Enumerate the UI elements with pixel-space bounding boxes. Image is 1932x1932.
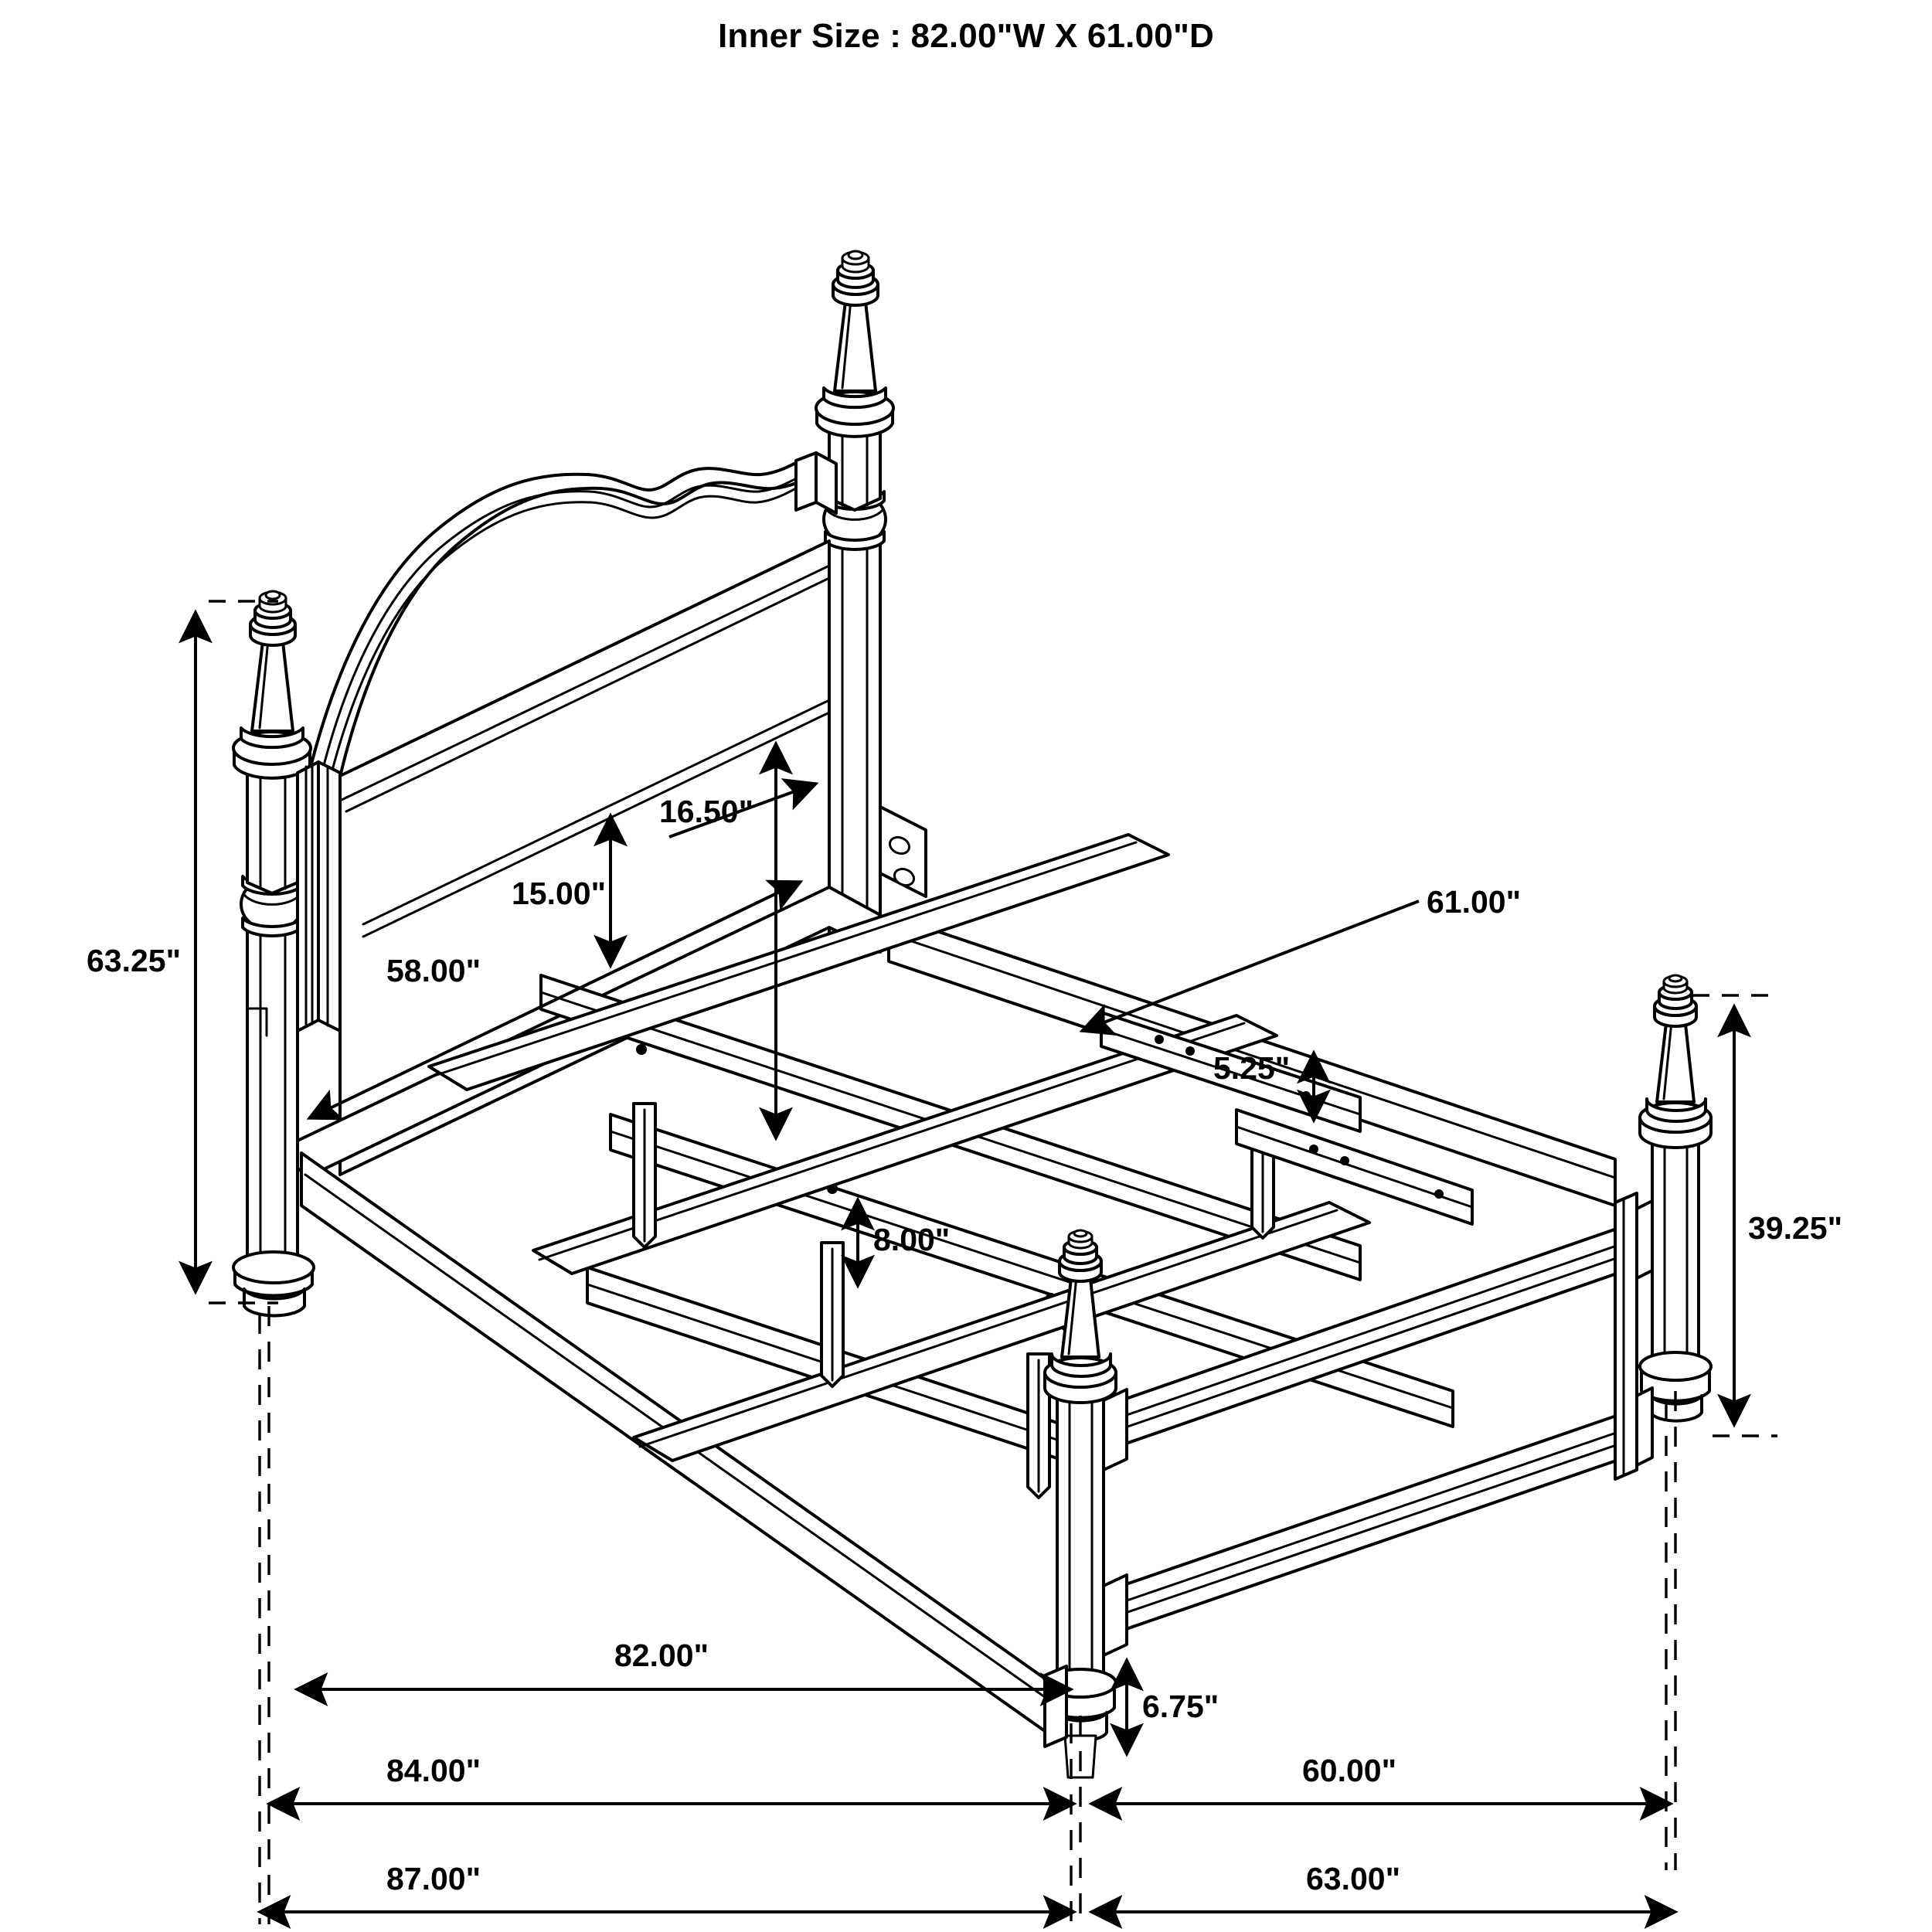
label-63-25: 63.25" bbox=[87, 943, 181, 978]
dimension-60-00: 60.00" bbox=[1088, 1753, 1674, 1821]
page-title: Inner Size : 82.00"W X 61.00"D bbox=[718, 17, 1214, 55]
headboard-post-left bbox=[232, 590, 315, 1318]
dimension-84-00: 84.00" bbox=[266, 1753, 1077, 1821]
label-82-00: 82.00" bbox=[614, 1638, 709, 1673]
footboard-far-connector bbox=[1614, 1192, 1638, 1481]
footboard-post-far bbox=[1638, 974, 1713, 1423]
dimension-39-25: 39.25" bbox=[1692, 994, 1842, 1437]
label-87-00: 87.00" bbox=[386, 1861, 481, 1896]
label-63-00: 63.00" bbox=[1306, 1861, 1400, 1896]
dimension-6-75: 6.75" bbox=[1110, 1657, 1219, 1757]
rail-hardware-far bbox=[1100, 1011, 1474, 1226]
dimension-63-00: 63.00" bbox=[1088, 1861, 1679, 1929]
label-61-00: 61.00" bbox=[1427, 884, 1521, 920]
dimension-61-00: 61.00" bbox=[1079, 884, 1521, 1036]
headboard-crown-rail bbox=[308, 451, 838, 778]
dimension-82-00: 82.00" bbox=[294, 1638, 1074, 1706]
dimension-87-00: 87.00" bbox=[257, 1861, 1077, 1929]
label-8-00: 8.00" bbox=[873, 1222, 950, 1257]
bed-illustration bbox=[232, 250, 1713, 1779]
footboard-near-connector bbox=[1043, 1665, 1068, 1748]
label-58-00: 58.00" bbox=[386, 953, 481, 988]
dimension-8-00: 8.00" bbox=[841, 1196, 950, 1289]
label-15-00: 15.00" bbox=[512, 876, 606, 911]
headboard-bracket bbox=[879, 805, 927, 898]
label-60-00: 60.00" bbox=[1302, 1753, 1396, 1788]
dimension-63-25: 63.25" bbox=[87, 600, 278, 1304]
label-84-00: 84.00" bbox=[386, 1753, 481, 1788]
dimension-58-00: 58.00" bbox=[306, 879, 804, 1121]
footboard-panel bbox=[1102, 1199, 1654, 1657]
headboard-left-joint bbox=[296, 760, 342, 1032]
label-5-25: 5.25" bbox=[1213, 1050, 1290, 1086]
label-39-25: 39.25" bbox=[1748, 1210, 1842, 1246]
label-6-75: 6.75" bbox=[1142, 1689, 1219, 1724]
dimension-annotations: 63.25" 16.50" 15.00" 58.00" 61.00" bbox=[87, 600, 1842, 1929]
label-16-50: 16.50" bbox=[659, 794, 753, 829]
dimension-5-25: 5.25" bbox=[1213, 1049, 1331, 1124]
